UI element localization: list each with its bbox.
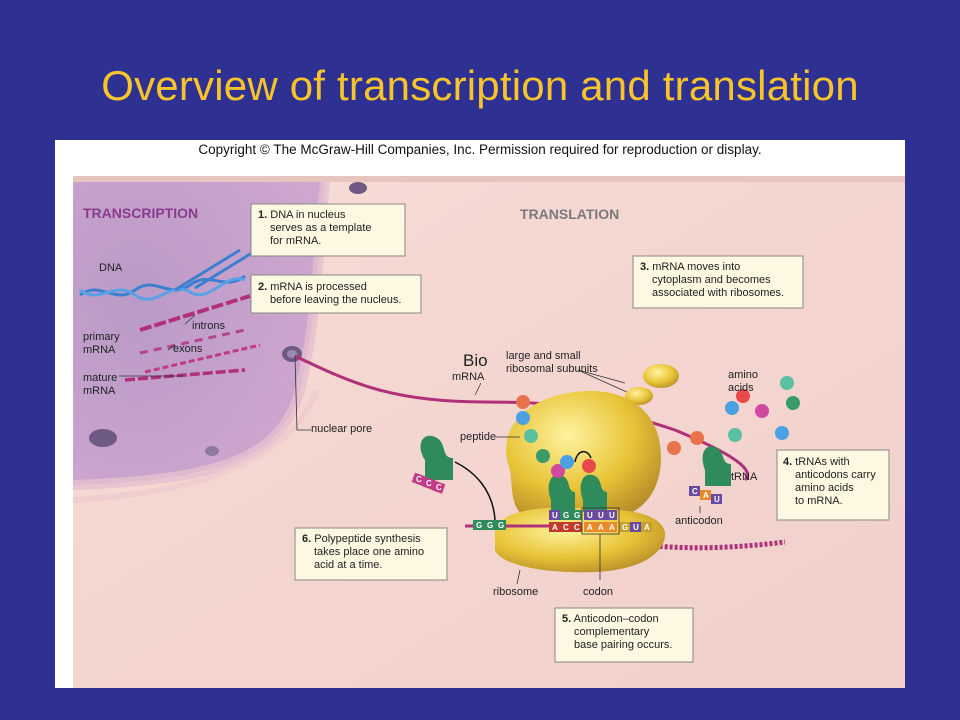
svg-text:U: U — [633, 523, 639, 532]
svg-text:A: A — [703, 491, 709, 500]
amino-acids — [667, 376, 800, 455]
anticodon-label: anticodon — [675, 515, 723, 527]
nucleus — [73, 182, 325, 485]
peptide-label: peptide — [460, 431, 496, 443]
svg-text:amino acids: amino acids — [795, 482, 854, 494]
svg-text:4. tRNAs with: 4. tRNAs with — [783, 456, 850, 468]
free-trna-right: C A U — [689, 431, 731, 504]
trna-label: tRNA — [731, 471, 758, 483]
svg-text:complementary: complementary — [574, 626, 650, 638]
transcription-heading: TRANSCRIPTION — [83, 205, 198, 221]
step-5-box: 5. Anticodon–codon complementary base pa… — [554, 607, 694, 663]
svg-text:cytoplasm and becomes: cytoplasm and becomes — [652, 274, 771, 286]
mature-mrna-strand — [124, 368, 246, 382]
step-2-box: 2. mRNA is processed before leaving the … — [250, 274, 422, 314]
svg-text:6. Polypeptide synthesis: 6. Polypeptide synthesis — [302, 533, 421, 545]
diagram-figure: Copyright © The McGraw-Hill Companies, I… — [55, 140, 905, 688]
codon-label: codon — [583, 586, 613, 598]
peptide-chain — [516, 395, 596, 478]
introns-label: introns — [192, 320, 226, 332]
svg-text:U: U — [598, 511, 604, 520]
step-1-box: 1. DNA in nucleus serves as a template f… — [250, 203, 406, 257]
svg-text:before leaving the nucleus.: before leaving the nucleus. — [270, 294, 401, 306]
svg-text:A: A — [609, 523, 615, 532]
svg-text:U: U — [714, 495, 720, 504]
svg-text:G: G — [622, 523, 628, 532]
step-4-box: 4. tRNAs with anticodons carry amino aci… — [776, 449, 890, 521]
step-3-box: 3. mRNA moves into cytoplasm and becomes… — [632, 255, 804, 309]
svg-text:C: C — [436, 483, 442, 492]
svg-text:to mRNA.: to mRNA. — [795, 495, 843, 507]
svg-text:5. Anticodon–codon: 5. Anticodon–codon — [562, 613, 659, 625]
svg-text:C: C — [416, 475, 422, 484]
amino-acids-label-1: amino — [728, 369, 758, 381]
nuclear-pore-shape — [282, 346, 302, 362]
svg-text:3. mRNA moves into: 3. mRNA moves into — [640, 261, 740, 273]
small-subunit-free — [625, 387, 653, 405]
svg-text:U: U — [552, 511, 558, 520]
mature-mrna-label-2: mRNA — [83, 385, 116, 397]
svg-text:U: U — [609, 511, 615, 520]
svg-text:A: A — [587, 523, 593, 532]
exit-arrow — [454, 461, 496, 521]
svg-text:G: G — [476, 521, 482, 530]
free-trna-left: C C C — [411, 435, 453, 494]
primary-mrna-label-2: mRNA — [83, 344, 116, 356]
ribosome-label: ribosome — [493, 586, 538, 598]
svg-text:A: A — [552, 523, 558, 532]
svg-text:2. mRNA is processed: 2. mRNA is processed — [258, 281, 367, 293]
svg-text:for mRNA.: for mRNA. — [270, 235, 321, 247]
exons-label: exons — [173, 343, 203, 355]
dna-label: DNA — [99, 262, 123, 274]
bio-label: Bio — [463, 351, 488, 370]
svg-text:C: C — [426, 479, 432, 488]
svg-text:U: U — [587, 511, 593, 520]
svg-text:serves as a template: serves as a template — [270, 222, 372, 234]
mature-mrna-label-1: mature — [83, 372, 117, 384]
anticodon-tiles: U G G U U U — [549, 510, 617, 520]
svg-text:A: A — [598, 523, 604, 532]
nuclear-envelope — [72, 181, 330, 490]
amino-acids-label-2: acids — [728, 382, 754, 394]
nuclear-pore-label: nuclear pore — [311, 423, 372, 435]
large-subunit-free — [643, 364, 679, 388]
svg-text:C: C — [574, 523, 580, 532]
mrna-strand-right — [609, 537, 786, 551]
svg-text:C: C — [563, 523, 569, 532]
codon-bracket — [581, 507, 620, 535]
dna-helix — [79, 246, 261, 301]
svg-text:1. DNA in nucleus: 1. DNA in nucleus — [258, 209, 346, 221]
mrna-label: mRNA — [452, 371, 485, 383]
svg-text:A: A — [644, 523, 650, 532]
subunits-label-2: ribosomal subunits — [506, 363, 598, 375]
svg-text:G: G — [563, 511, 569, 520]
svg-text:G: G — [487, 521, 493, 530]
svg-text:G: G — [574, 511, 580, 520]
trna-in-ribosome-1 — [548, 474, 575, 512]
translation-heading: TRANSLATION — [520, 206, 619, 222]
svg-text:G: G — [498, 521, 504, 530]
svg-text:takes place one amino: takes place one amino — [314, 546, 424, 558]
svg-text:associated with ribosomes.: associated with ribosomes. — [652, 287, 784, 299]
svg-text:anticodons carry: anticodons carry — [795, 469, 876, 481]
svg-text:base pairing occurs.: base pairing occurs. — [574, 639, 672, 651]
svg-text:acid at a time.: acid at a time. — [314, 559, 382, 571]
exiting-mrna: G G G — [465, 520, 549, 530]
svg-text:C: C — [692, 487, 698, 496]
primary-mrna-strand — [139, 294, 251, 332]
codon-tiles: A C C A A A G U A — [549, 522, 652, 532]
diagram-svg: TRANSCRIPTION TRANSLATION DNA introns pr… — [72, 176, 905, 688]
copyright-notice: Copyright © The McGraw-Hill Companies, I… — [198, 142, 762, 157]
step-6-box: 6. Polypeptide synthesis takes place one… — [294, 527, 448, 581]
slide-title: Overview of transcription and translatio… — [101, 62, 859, 109]
primary-mrna-label-1: primary — [83, 331, 120, 343]
trna-in-ribosome-2 — [580, 474, 607, 512]
subunits-label-1: large and small — [506, 350, 581, 362]
